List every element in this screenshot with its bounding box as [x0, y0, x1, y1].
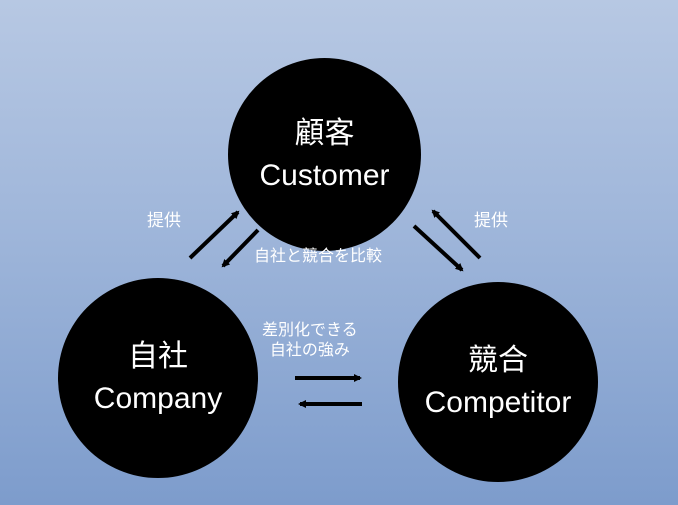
provide-label-right: 提供	[474, 211, 508, 231]
customer-en-label: Customer	[259, 158, 390, 192]
arrow-competitor-to-customer	[431, 209, 482, 260]
differentiation-line-2: 自社の強み	[269, 340, 350, 359]
customer-node: 顧客 Customer	[228, 58, 421, 251]
company-jp-label: 自社	[128, 339, 188, 374]
customer-jp-label: 顧客	[294, 115, 355, 151]
arrow-customer-to-competitor	[412, 224, 464, 272]
provide-label-left: 提供	[147, 211, 181, 231]
company-node: 自社 Company	[58, 278, 258, 478]
compare-label: 自社と競合を比較	[254, 246, 383, 265]
company-en-label: Company	[93, 382, 223, 415]
differentiation-line-1: 差別化できる	[262, 320, 358, 339]
competitor-jp-label: 競合	[468, 343, 528, 378]
arrow-company-to-customer	[188, 210, 240, 260]
arrow-customer-to-company	[221, 228, 260, 268]
competitor-node: 競合 Competitor	[398, 282, 598, 482]
competitor-en-label: Competitor	[424, 386, 572, 419]
differentiation-label: 差別化できる 自社の強み	[262, 320, 358, 360]
